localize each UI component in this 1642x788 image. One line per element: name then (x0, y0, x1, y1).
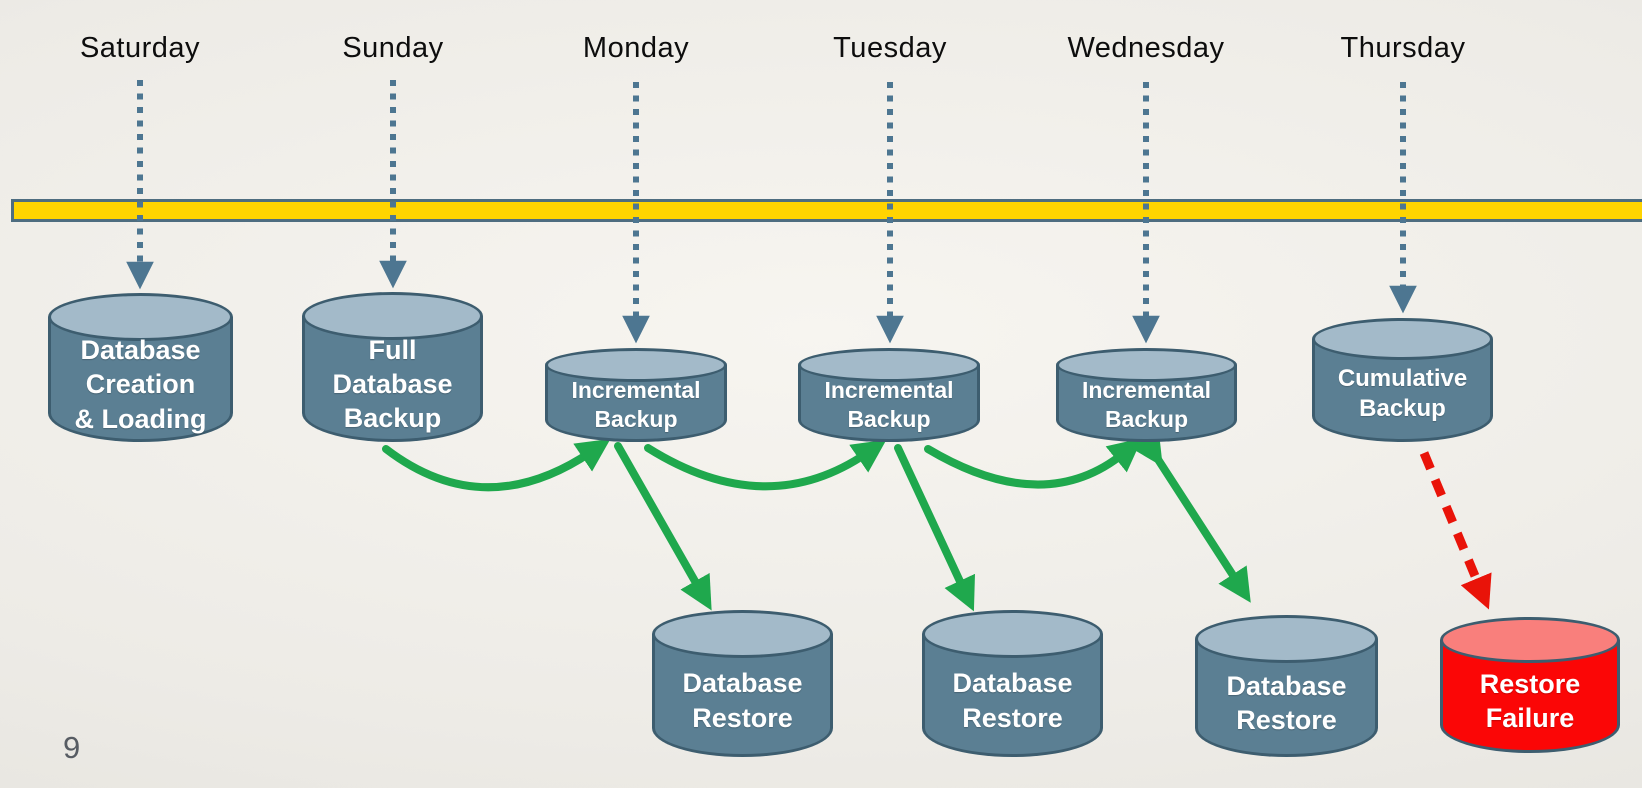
cylinder-top (1195, 615, 1378, 663)
day-label-wednesday: Wednesday (1067, 32, 1225, 64)
cylinder-top (48, 293, 233, 341)
node-label: Incremental Backup (1081, 377, 1212, 432)
node-restore-failure: Restore Failure (1440, 617, 1620, 753)
node-cumulative-backup: Cumulative Backup (1312, 318, 1493, 442)
node-database-creation: Database Creation & Loading (48, 293, 233, 442)
node-incremental-backup-monday: Incremental Backup (545, 348, 727, 442)
node-incremental-backup-wednesday: Incremental Backup (1056, 348, 1237, 442)
arrow-wed-to-restore (1130, 429, 1251, 603)
node-label: Restore Failure (1479, 668, 1581, 733)
node-label: Database Restore (682, 668, 803, 733)
node-label: Incremental Backup (571, 377, 701, 432)
cylinder-top (545, 348, 727, 382)
arrow-incremental-mon-to-tue (644, 439, 887, 491)
node-label: Database Restore (952, 668, 1073, 733)
arrow-incremental-tue-to-wed (924, 438, 1143, 489)
node-incremental-backup-tuesday: Incremental Backup (798, 348, 980, 442)
cylinder-top (1440, 617, 1620, 663)
day-label-sunday: Sunday (342, 32, 444, 64)
arrow-cumulative-to-failure (1419, 451, 1492, 610)
cylinder-top (652, 610, 833, 658)
node-label: Incremental Backup (824, 377, 954, 432)
node-database-restore-wednesday: Database Restore (1195, 615, 1378, 757)
arrow-full-to-incremental-mon (382, 438, 611, 492)
timeline-bar (11, 199, 1642, 222)
node-full-database-backup: Full Database Backup (302, 292, 483, 442)
node-label: Database Creation & Loading (74, 335, 207, 434)
day-label-monday: Monday (582, 32, 690, 64)
cylinder-top (798, 348, 980, 382)
node-label: Cumulative Backup (1337, 364, 1468, 422)
day-label-thursday: Thursday (1340, 32, 1466, 64)
node-database-restore-monday: Database Restore (652, 610, 833, 757)
cylinder-top (922, 610, 1103, 658)
day-label-tuesday: Tuesday (833, 32, 947, 64)
node-database-restore-tuesday: Database Restore (922, 610, 1103, 757)
node-label: Full Database Backup (332, 334, 453, 433)
arrow-mon-to-restore (614, 442, 712, 611)
cylinder-top (1312, 318, 1493, 360)
arrow-tue-to-restore (894, 444, 975, 612)
day-label-saturday: Saturday (79, 32, 201, 64)
cylinder-top (1056, 348, 1237, 382)
cylinder-top (302, 292, 483, 340)
node-label: Database Restore (1226, 670, 1347, 735)
page-number: 9 (63, 730, 81, 765)
